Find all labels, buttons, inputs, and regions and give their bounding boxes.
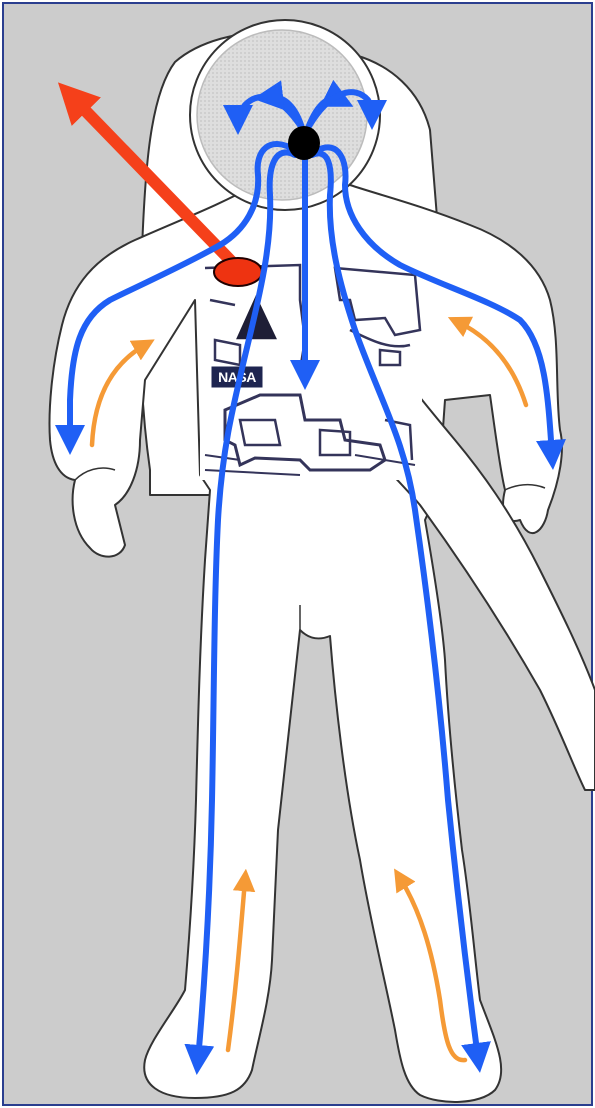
air-inlet-node [288, 126, 320, 160]
exhaust-outlet [214, 258, 262, 286]
helmet-visor [197, 30, 367, 200]
